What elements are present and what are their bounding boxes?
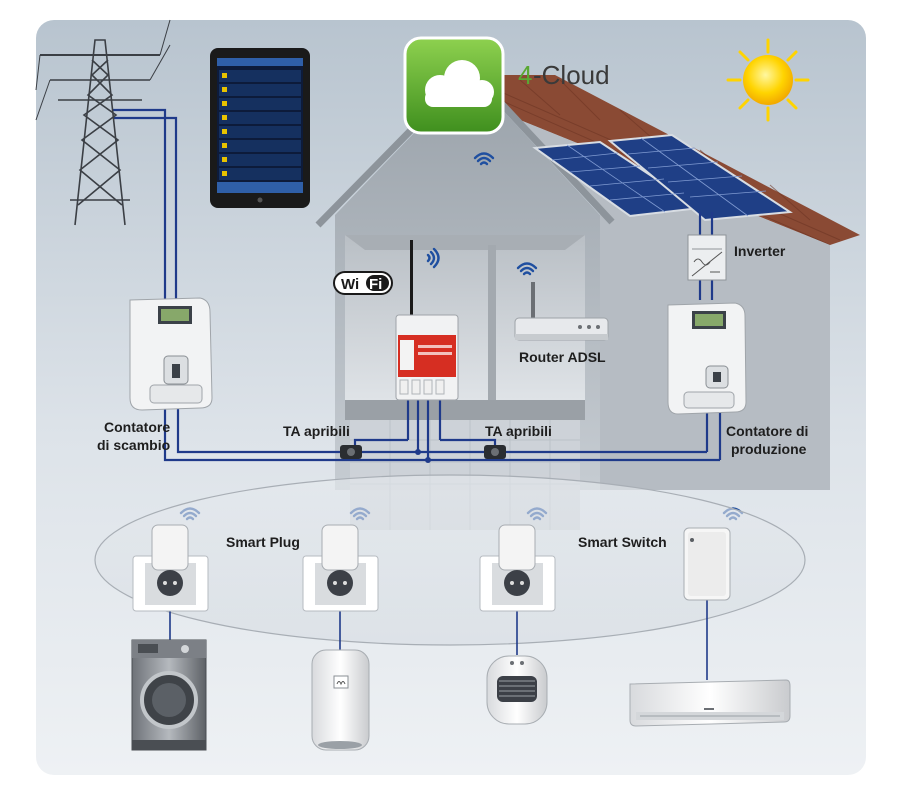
inverter-label: Inverter	[734, 243, 786, 259]
router-icon	[514, 282, 609, 341]
brand-number: 4	[518, 60, 532, 90]
smart-plug-icon	[302, 524, 379, 612]
wiring	[113, 108, 722, 462]
sun-icon	[726, 38, 810, 122]
smart-plug-icon	[132, 524, 209, 612]
production-meter-label-2: produzione	[731, 441, 807, 457]
brand-name: -Cloud	[533, 60, 610, 90]
air-conditioner-icon	[629, 679, 791, 727]
tablet-icon	[210, 48, 310, 208]
smart-devices-zone	[94, 474, 806, 646]
ta-right-label: TA apribili	[485, 423, 552, 439]
power-pylon-icon	[35, 19, 171, 226]
smart-plug-icon	[479, 524, 556, 612]
solar-panel-icon	[532, 133, 793, 222]
exchange-meter-label-1: Contatore	[104, 419, 170, 435]
current-clamp-icon	[340, 445, 362, 459]
smart-plug-label: Smart Plug	[226, 534, 300, 550]
smart-switch-icon	[683, 527, 731, 601]
cloud-icon	[403, 36, 505, 135]
wifi-badge-left: Wi	[341, 276, 359, 293]
meter-icon	[667, 302, 747, 415]
production-meter-label-1: Contatore di	[726, 423, 808, 439]
wifi-badge-right: Fi	[369, 276, 382, 293]
exchange-meter-label-2: di scambio	[97, 437, 170, 453]
ta-left-label: TA apribili	[283, 423, 350, 439]
water-heater-icon	[311, 649, 370, 751]
smart-switch-label: Smart Switch	[578, 534, 667, 550]
gateway-icon	[395, 240, 459, 401]
wifi-logo-badge: Wi Fi	[333, 271, 393, 295]
meter-icon	[129, 297, 213, 411]
inverter-icon	[687, 234, 727, 281]
fan-heater-icon	[486, 655, 548, 725]
current-clamp-icon	[484, 445, 506, 459]
washing-machine-icon	[131, 639, 207, 751]
router-label: Router ADSL	[519, 349, 606, 365]
appliance-connections	[169, 600, 708, 680]
